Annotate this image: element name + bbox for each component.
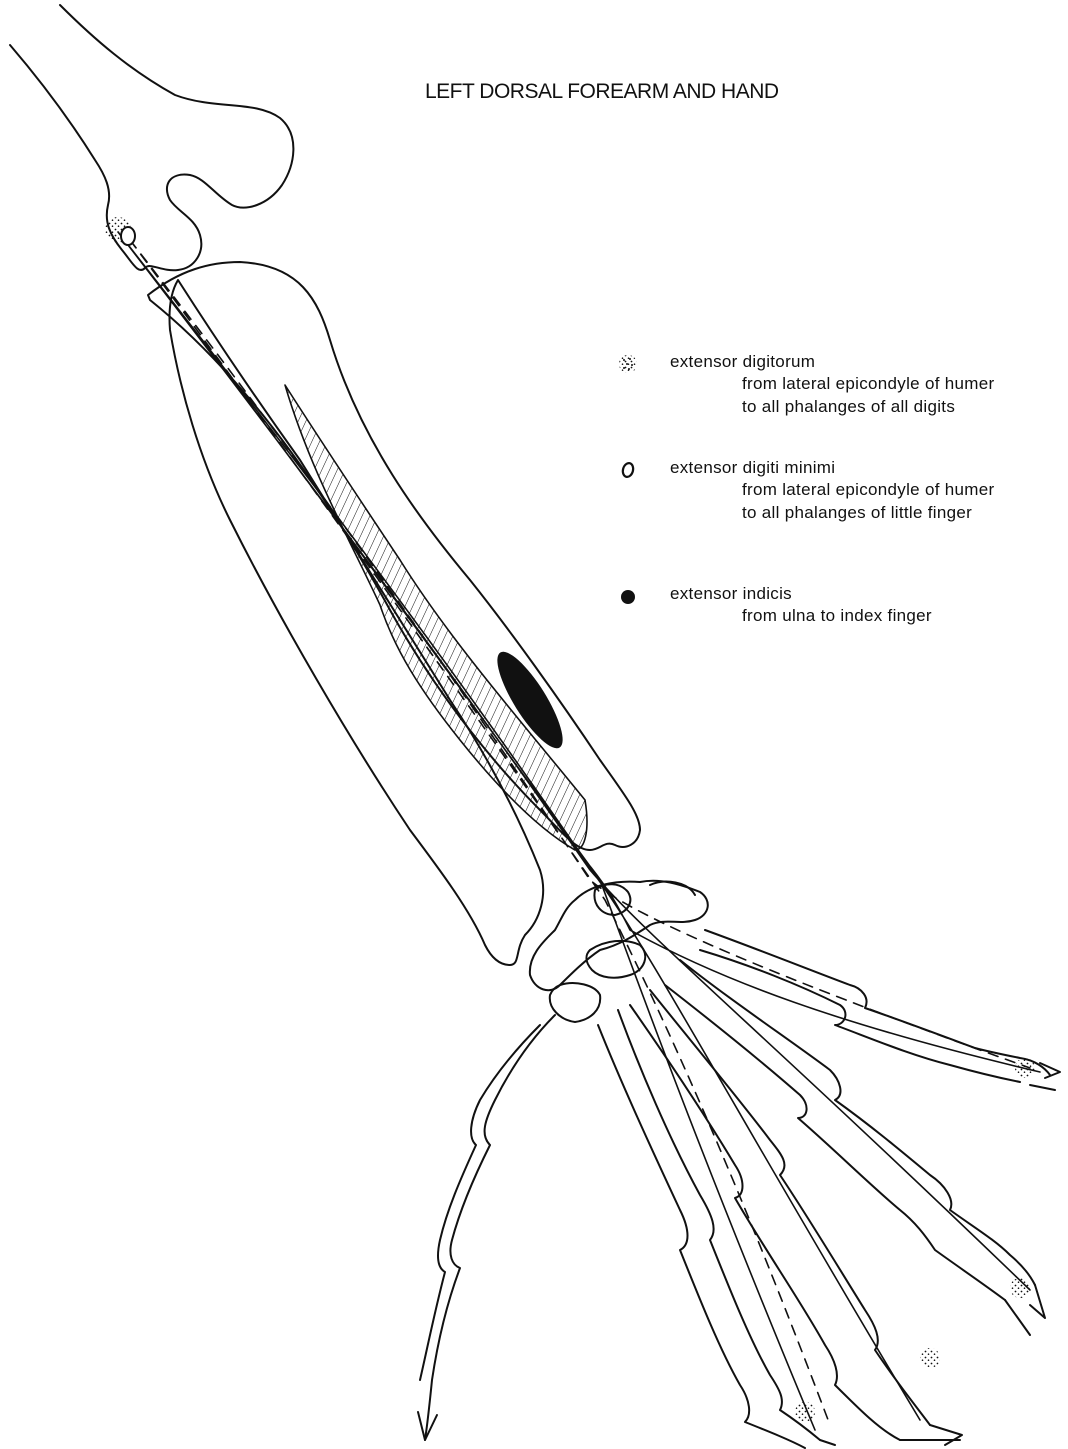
middle-finger-bones (630, 990, 930, 1440)
legend-entry-extensor-digiti-minimi: extensor digiti minimi from lateral epic… (670, 458, 994, 524)
diagram-title: LEFT DORSAL FOREARM AND HAND (425, 80, 779, 104)
epicondyle-open-circle (121, 227, 135, 245)
index-finger-bones (598, 1010, 820, 1448)
little-finger-bones (700, 930, 1050, 1082)
extensor-digitorum-muscle-belly (285, 385, 587, 850)
legend-name: extensor digitorum (670, 352, 994, 372)
legend-name: extensor digiti minimi (670, 458, 994, 478)
legend-entry-extensor-digitorum: extensor digitorum from lateral epicondy… (670, 352, 994, 418)
legend-name: extensor indicis (670, 584, 932, 604)
legend-line: from lateral epicondyle of humer (670, 372, 994, 395)
radius (169, 280, 543, 965)
legend-line: to all phalanges of little finger (670, 501, 994, 524)
legend-line: from lateral epicondyle of humer (670, 478, 994, 501)
carpal-bones (530, 881, 708, 990)
open-circle-icon (618, 460, 638, 480)
legend-line: to all phalanges of all digits (670, 395, 994, 418)
legend-line: from ulna to index finger (670, 604, 932, 627)
filled-dot-icon (618, 586, 638, 606)
thumb-bones (420, 1015, 555, 1440)
legend-entry-extensor-indicis: extensor indicis from ulna to index fing… (670, 584, 932, 627)
humerus (10, 5, 293, 270)
stippled-dot-icon (618, 354, 638, 374)
ring-finger-bones (665, 960, 1035, 1300)
